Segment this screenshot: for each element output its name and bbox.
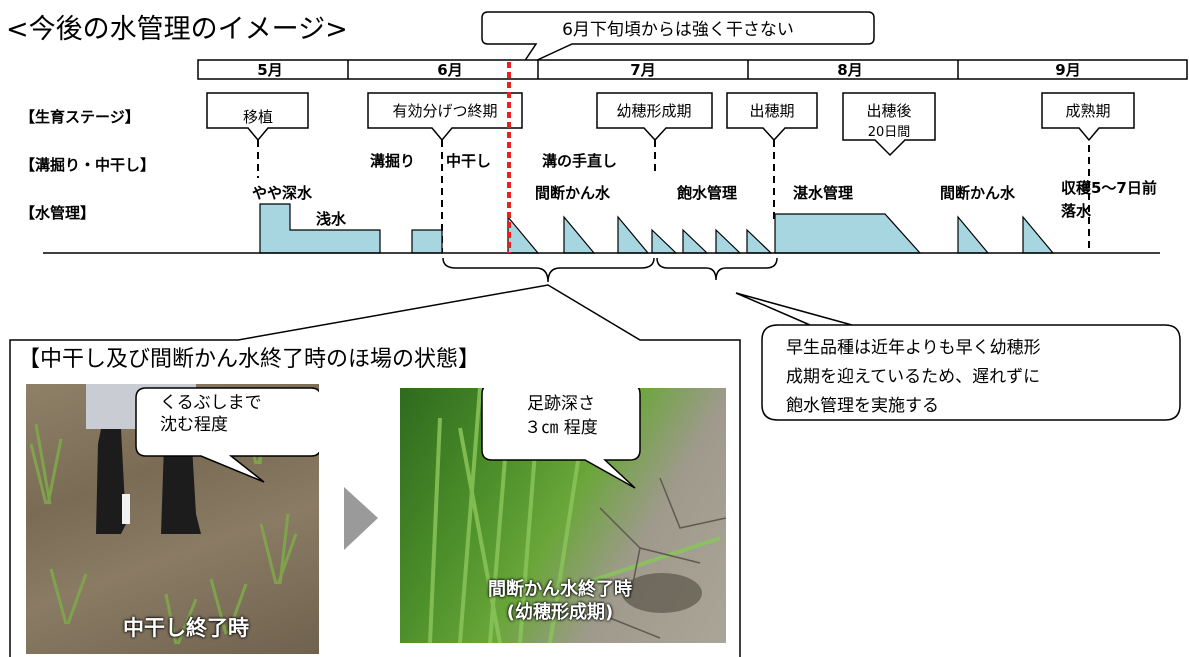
row-label-water: 【水管理】 bbox=[20, 204, 95, 222]
stage-tiller-end: 有効分げつ終期 bbox=[392, 102, 497, 120]
bottom-callout-line3: 飽水管理を実施する bbox=[786, 396, 939, 416]
photo2-art bbox=[428, 388, 726, 643]
ditch-redo: 溝の手直し bbox=[542, 152, 617, 170]
stage-callouts bbox=[206, 92, 1135, 157]
stage-transplant: 移植 bbox=[243, 108, 273, 126]
photo2-bubble-line1: 足跡深さ bbox=[527, 394, 595, 414]
photo1-bubble-line2: 沈む程度 bbox=[160, 415, 228, 435]
month-9: 9月 bbox=[1055, 61, 1080, 79]
month-5: 5月 bbox=[257, 61, 282, 79]
photo-midseason-drainage: くるぶしまで 沈む程度 中干し終了時 bbox=[26, 384, 319, 654]
stage-maturity: 成熟期 bbox=[1065, 102, 1110, 120]
water-level-shapes bbox=[259, 203, 1055, 254]
photo1-caption: 中干し終了時 bbox=[123, 616, 249, 640]
water-drain-2: 落水 bbox=[1061, 202, 1092, 220]
photo2-bubble-text: 足跡深さ ３㎝ 程度 bbox=[482, 392, 640, 440]
page-title: <今後の水管理のイメージ> bbox=[6, 14, 348, 45]
photo-intermittent-end: 足跡深さ ３㎝ 程度 間断かん水終了時 (幼穂形成期) bbox=[400, 388, 726, 643]
bottom-callout: 早生品種は近年よりも早く幼穂形 成期を迎えているため、遅れずに 飽水管理を実施す… bbox=[735, 292, 1181, 421]
water-shallow: 浅水 bbox=[316, 210, 347, 228]
top-callout-text: 6月下旬頃からは強く干さない bbox=[562, 20, 794, 40]
top-callout: 6月下旬頃からは強く干さない bbox=[481, 11, 875, 70]
stage-panicle: 幼穂形成期 bbox=[616, 102, 691, 120]
ditch-dig: 溝掘り bbox=[370, 152, 415, 170]
arrow-right-icon bbox=[344, 487, 378, 550]
brackets bbox=[442, 257, 778, 283]
photo2-caption-line1: 間断かん水終了時 bbox=[488, 579, 632, 600]
stage-guides bbox=[257, 140, 1090, 252]
photo2-caption-line2: (幼穂形成期) bbox=[506, 602, 614, 623]
stage-heading: 出穂期 bbox=[749, 102, 794, 120]
water-intermittent-2: 間断かん水 bbox=[940, 184, 1016, 202]
bottom-callout-line1: 早生品種は近年よりも早く幼穂形 bbox=[786, 338, 1041, 358]
photo2-caption: 間断かん水終了時 (幼穂形成期) bbox=[450, 578, 670, 624]
stage-after-heading-2: 20日間 bbox=[868, 125, 911, 140]
water-drain-1: 収穫5〜7日前 bbox=[1061, 179, 1157, 197]
stage-after-heading-1: 出穂後 bbox=[866, 102, 911, 120]
month-8: 8月 bbox=[837, 61, 862, 79]
row-label-ditch: 【溝掘り・中干し】 bbox=[20, 156, 155, 174]
row-label-stage: 【生育ステージ】 bbox=[20, 108, 140, 126]
water-intermittent-1: 間断かん水 bbox=[535, 184, 611, 202]
water-saturated: 飽水管理 bbox=[676, 184, 737, 202]
month-7: 7月 bbox=[630, 61, 655, 79]
ditch-midseason: 中干し bbox=[446, 152, 491, 170]
water-flooded: 湛水管理 bbox=[793, 184, 853, 202]
water-slightly-deep: やや深水 bbox=[252, 184, 313, 202]
month-6: 6月 bbox=[437, 61, 462, 79]
photo1-bubble-text: くるぶしまで 沈む程度 bbox=[160, 392, 262, 436]
photo2-bubble-line2: ３㎝ 程度 bbox=[524, 418, 598, 438]
photo1-bubble-line1: くるぶしまで bbox=[160, 393, 262, 413]
photo1-bubble bbox=[135, 387, 319, 483]
panel-title: 【中干し及び間断かん水終了時のほ場の状態】 bbox=[18, 347, 480, 372]
photo2-bubble bbox=[481, 388, 641, 489]
bottom-callout-line2: 成期を迎えているため、遅れずに bbox=[786, 367, 1040, 387]
month-bar: 5月 6月 7月 8月 9月 bbox=[197, 59, 1188, 80]
